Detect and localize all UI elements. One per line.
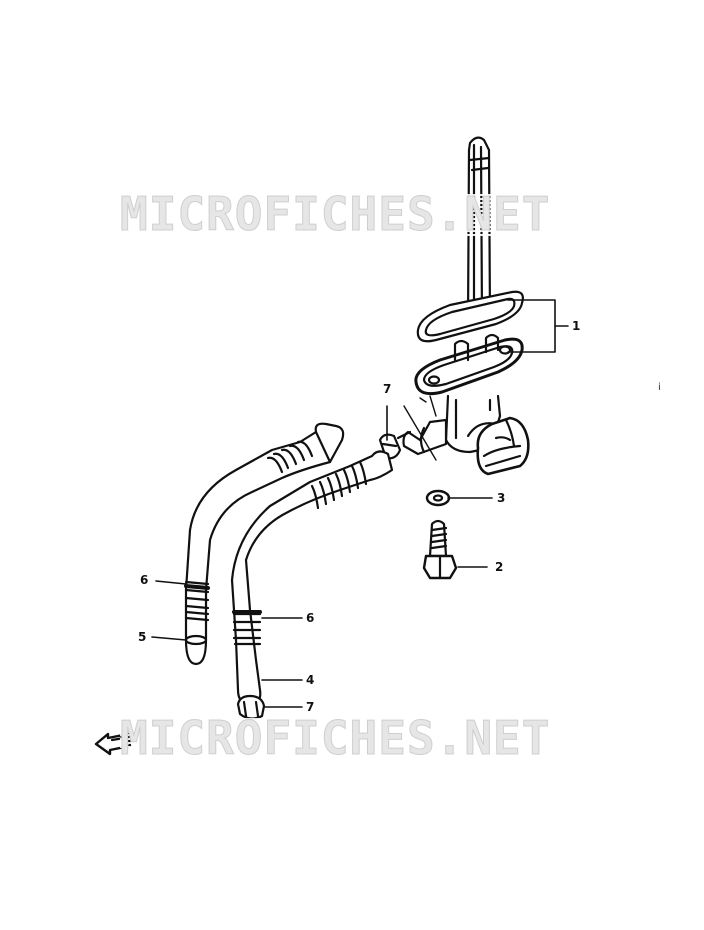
callout-2: 2 — [495, 560, 504, 574]
callout-4: 4 — [306, 673, 315, 687]
callout-7-upper: 7 — [383, 382, 392, 396]
callout-7-lower: 7 — [306, 700, 315, 714]
stray-mark: i — [658, 382, 661, 393]
watermark-top: MICROFICHES.NET — [120, 191, 660, 238]
outlet-nozzle — [396, 418, 448, 456]
callout-6-right: 6 — [306, 611, 315, 625]
watermark-bottom: MICROFICHES.NET — [120, 715, 660, 762]
fuel-hose-front — [230, 450, 394, 706]
callout-1: 1 — [572, 319, 581, 333]
callout-5: 5 — [138, 630, 147, 644]
callout-6-left: 6 — [140, 573, 149, 587]
diagonal-leader — [403, 395, 437, 461]
washer — [425, 489, 451, 507]
mounting-plate — [414, 333, 524, 396]
fuel-hose-rear — [184, 422, 345, 666]
fuel-cock-lever — [476, 416, 530, 476]
bolt — [422, 519, 458, 580]
o-ring-gasket — [416, 290, 524, 343]
leader-lines — [151, 299, 569, 708]
callout-3: 3 — [497, 491, 506, 505]
